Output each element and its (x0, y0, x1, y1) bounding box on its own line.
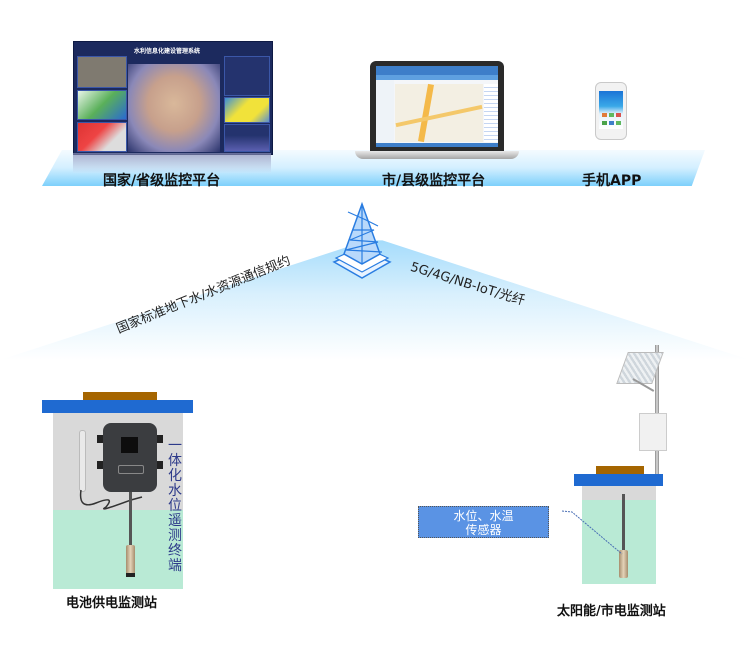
signal-tower-icon (330, 200, 394, 280)
pressure-sensor-icon (126, 545, 135, 575)
dashboard-panel (224, 97, 270, 123)
sensor-cable (622, 494, 625, 554)
terminal-vertical-label: 一 体 化 水 位 遥 测 终 端 (168, 438, 182, 574)
callout-leader-line (561, 510, 623, 555)
dashboard-panel (77, 90, 127, 120)
callout-line-2: 传感器 (465, 523, 502, 537)
dashboard-panel (77, 122, 127, 152)
callout-line-1: 水位、水温 (453, 509, 514, 523)
well-water-zone (53, 510, 183, 589)
antenna-icon (79, 430, 86, 492)
pressure-sensor-icon (619, 550, 628, 578)
dashboard-chart-panel (224, 124, 270, 152)
well-cap (83, 392, 157, 400)
mobile-app-label: 手机APP (582, 173, 642, 189)
well-cap (596, 466, 644, 474)
laptop-base (355, 151, 519, 159)
national-dashboard-screen: 水利信息化建设管理系统 (73, 41, 273, 155)
solar-station-label: 太阳能/市电监测站 (557, 604, 666, 619)
dashboard-panel (77, 56, 127, 88)
solar-pole (655, 345, 659, 475)
control-box-icon (639, 413, 667, 451)
cable-icon (79, 489, 143, 510)
terminal-display (121, 437, 138, 453)
well-lid (42, 400, 193, 413)
national-platform-label: 国家/省级监控平台 (103, 173, 221, 189)
dashboard-panel (224, 56, 270, 96)
battery-station-label: 电池供电监测站 (66, 596, 158, 611)
smartphone-icon (595, 82, 627, 140)
water-level-terminal (97, 423, 163, 492)
laptop-map-app (376, 66, 498, 147)
city-platform-label: 市/县级监控平台 (382, 173, 486, 189)
screen-reflection (73, 153, 271, 173)
terminal-indicator (118, 465, 144, 474)
province-map (128, 64, 220, 152)
dashboard-title: 水利信息化建设管理系统 (134, 48, 201, 55)
well-air-zone (582, 486, 656, 500)
sensor-callout: 水位、水温 传感器 (418, 506, 549, 538)
sensor-cable (129, 492, 132, 547)
battery-station: 一 体 化 水 位 遥 测 终 端 (40, 385, 200, 615)
laptop-icon (370, 61, 504, 151)
well-lid (574, 474, 663, 486)
